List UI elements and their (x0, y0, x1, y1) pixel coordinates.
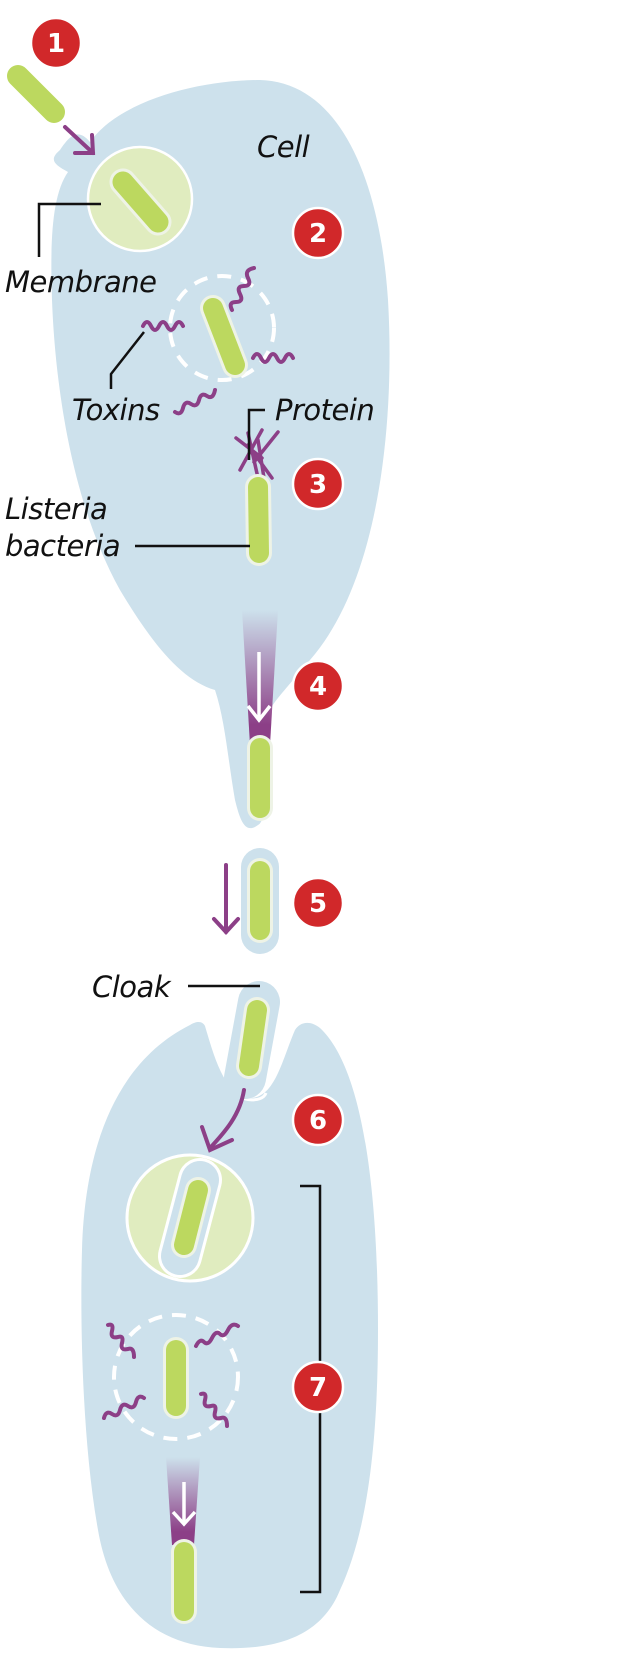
step-badge-2: 2 (291, 206, 345, 260)
svg-text:7: 7 (309, 1373, 327, 1403)
membrane-leader-line (37, 202, 101, 257)
step-7-vacuole (125, 1153, 255, 1283)
step-7-rupturing-vacuole (102, 1313, 240, 1441)
label-bacteria: bacteria (5, 529, 120, 563)
toxin-icon (141, 320, 185, 332)
entry-arrow-icon (63, 125, 96, 155)
toxin-icon (199, 1391, 229, 1428)
step-badge-6: 6 (291, 1093, 345, 1147)
label-membrane: Membrane (5, 265, 156, 299)
toxins-leader-line (109, 331, 145, 389)
step-5-cloaked-bacterium (241, 848, 279, 954)
step-badge-5: 5 (291, 876, 345, 930)
svg-text:1: 1 (47, 29, 65, 59)
step-2-rupturing-vacuole (168, 274, 276, 382)
toxin-icon (228, 266, 256, 312)
svg-text:5: 5 (309, 889, 327, 919)
host-cell-top (51, 80, 390, 829)
protein-actin-icon (234, 428, 280, 480)
svg-text:2: 2 (309, 219, 327, 249)
step-1-bacterium-outside (7, 65, 65, 123)
label-cell: Cell (257, 130, 310, 164)
step-badge-1: 1 (29, 16, 83, 70)
step-badge-3: 3 (291, 457, 345, 511)
svg-text:3: 3 (309, 470, 327, 500)
toxin-icons (141, 266, 295, 416)
toxin-icon (251, 352, 295, 364)
label-cloak: Cloak (92, 970, 172, 1004)
transit-arrow-icon (212, 863, 240, 935)
down-arrow-head-icon (246, 704, 272, 723)
step-7-actin-tail (166, 1457, 200, 1624)
label-protein: Protein (275, 393, 374, 427)
toxin-icon (106, 1322, 136, 1359)
down-arrow-head-icon (171, 1510, 197, 1527)
toxin-icon (173, 388, 217, 416)
cloaked-bacterium-entering (224, 981, 280, 1099)
label-toxins: Toxins (72, 393, 160, 427)
membrane-vacuole (86, 145, 194, 253)
step-6-arrow-icon (200, 1088, 246, 1153)
svg-text:4: 4 (309, 672, 327, 702)
step-4-actin-tail (242, 610, 278, 821)
toxin-icon (102, 1394, 146, 1420)
toxin-icon (194, 1322, 240, 1348)
step-badge-4: 4 (291, 659, 345, 713)
step-badge-7: 7 (291, 1360, 345, 1414)
protein-leader-line (247, 408, 265, 460)
step-3-bacterium (245, 474, 272, 566)
label-listeria: Listeria (5, 492, 107, 526)
svg-text:6: 6 (309, 1106, 327, 1136)
